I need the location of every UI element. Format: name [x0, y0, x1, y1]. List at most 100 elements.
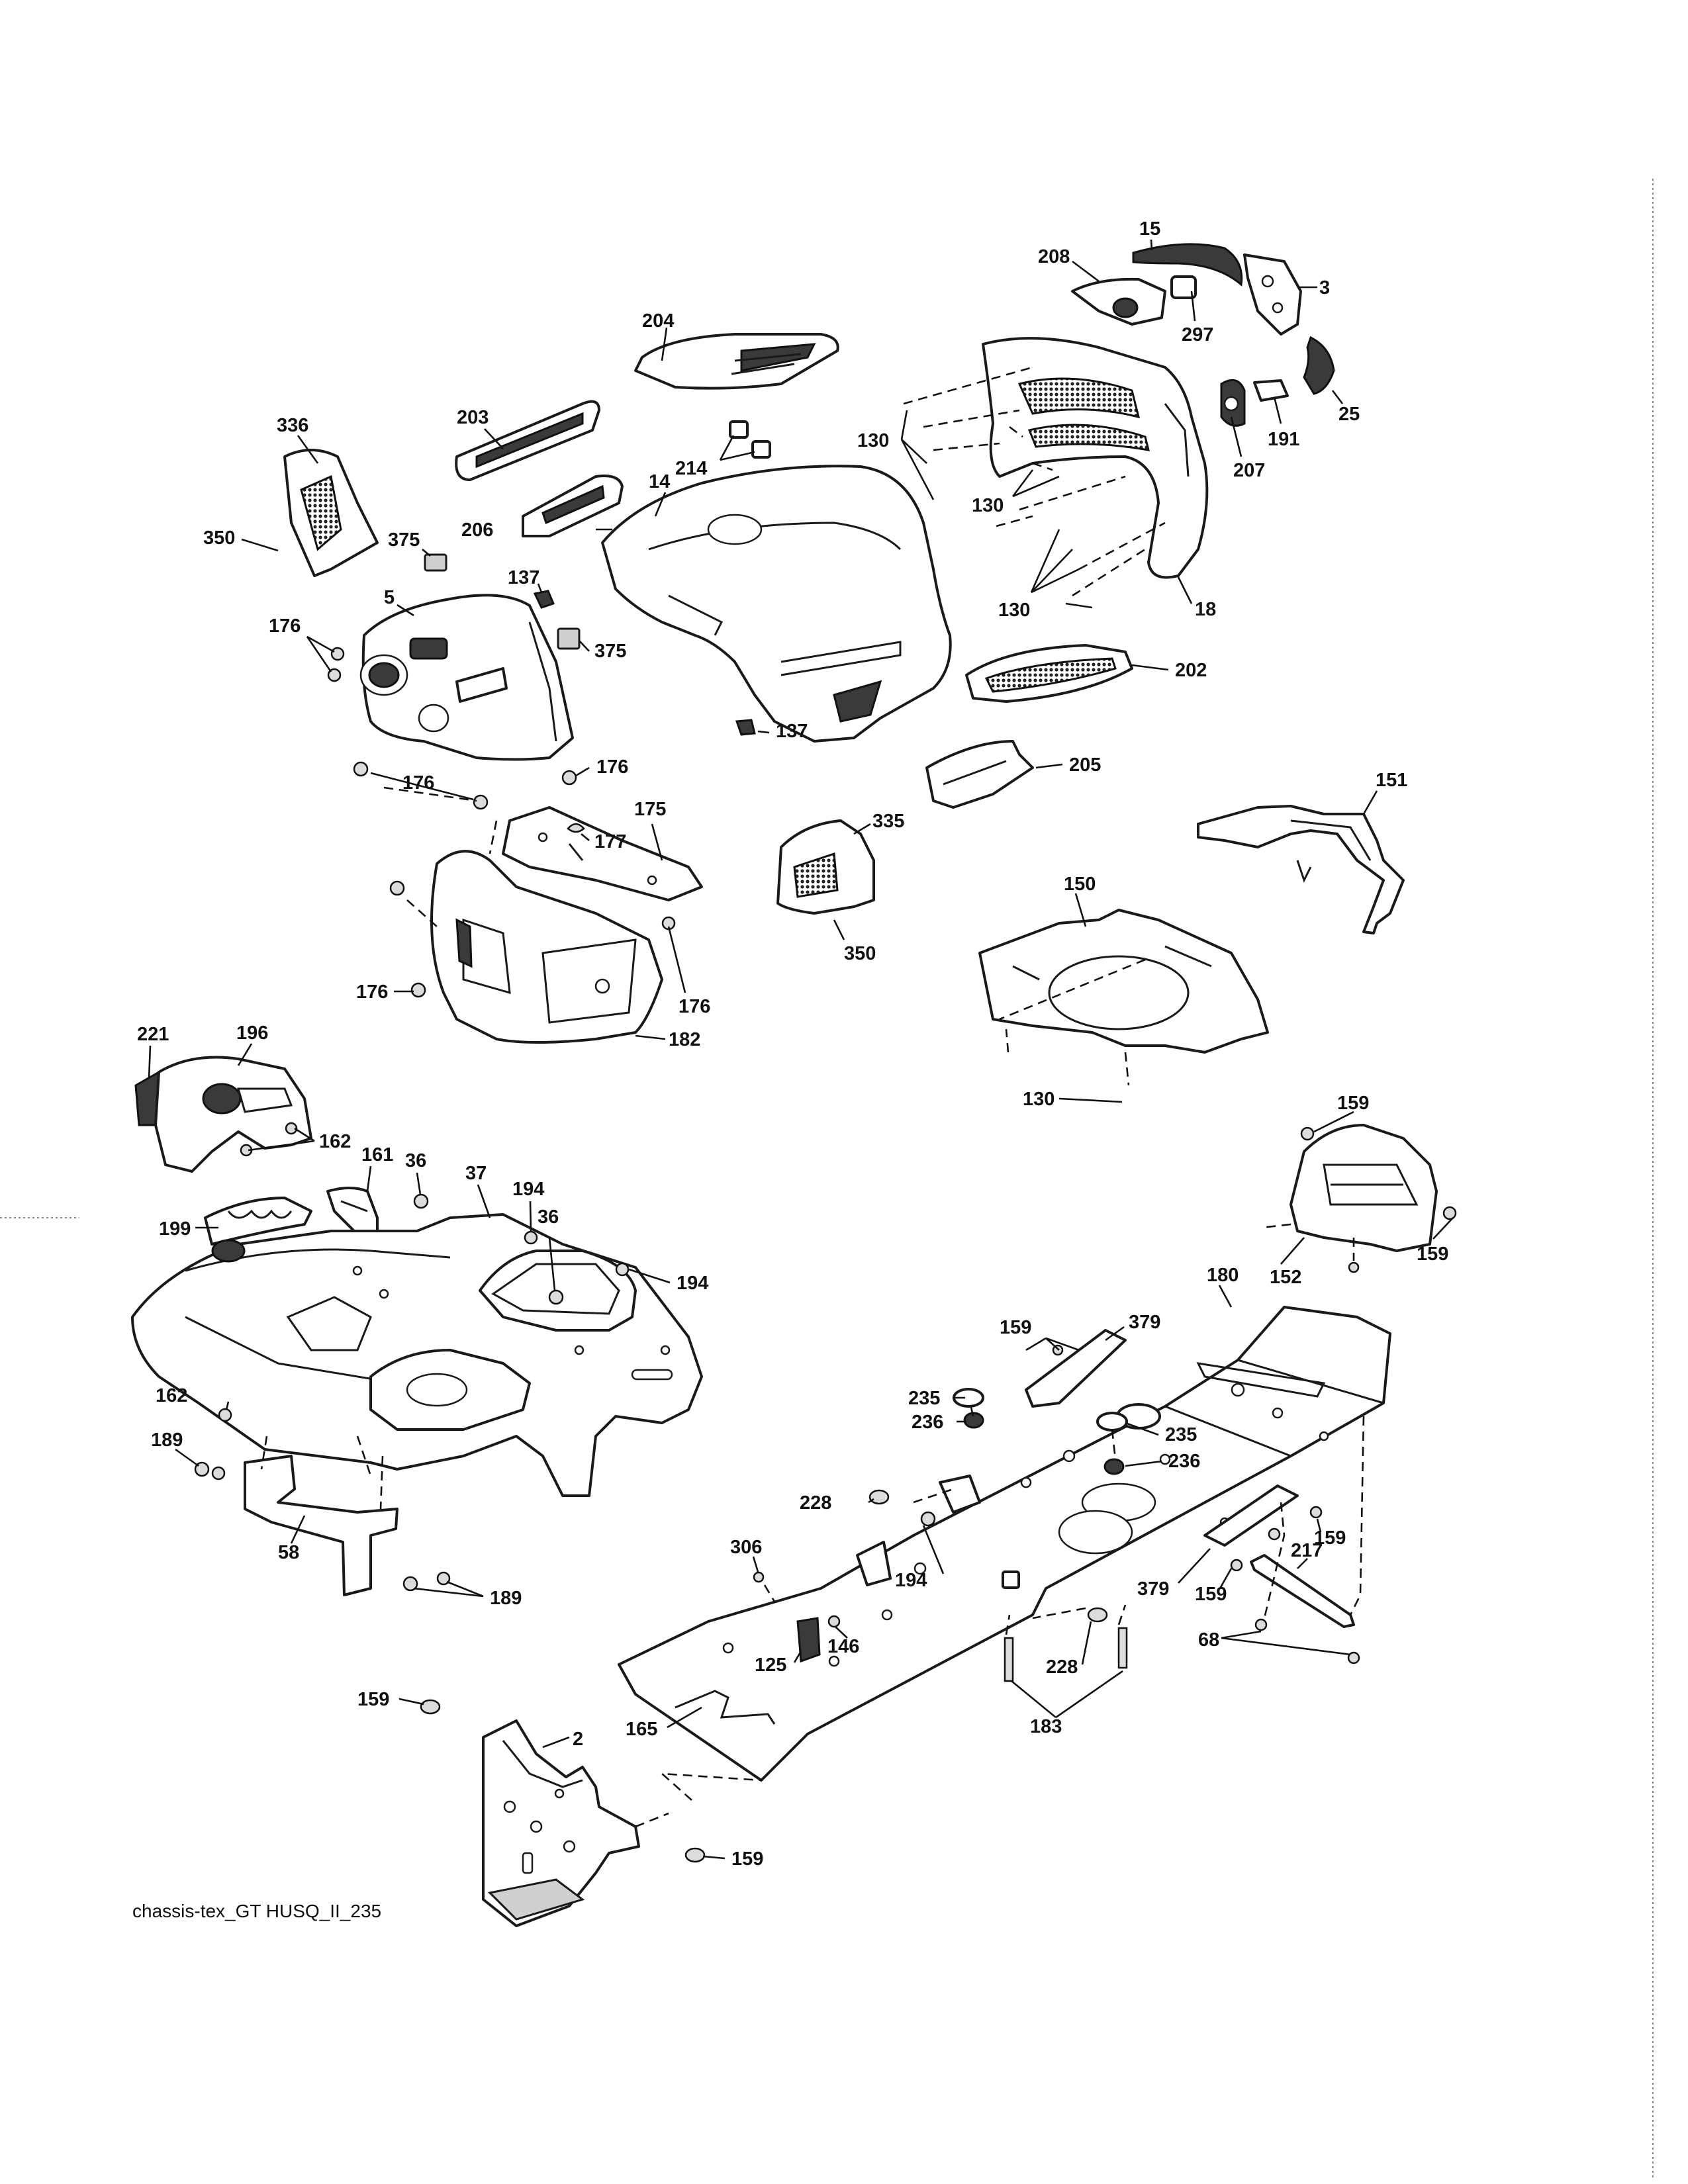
part-18-front-grille-frame [982, 337, 1209, 579]
part-375b-foam [557, 627, 581, 650]
callout-182: 182 [669, 1029, 700, 1050]
callout-165: 165 [626, 1719, 657, 1740]
callout-2: 2 [573, 1729, 583, 1750]
callout-204: 204 [642, 310, 674, 332]
callout-150: 150 [1064, 874, 1096, 895]
part-208-light-bracket [1071, 277, 1166, 326]
part-202-grille [965, 644, 1133, 703]
callout-228-a: 228 [800, 1492, 831, 1514]
callout-130-a: 130 [857, 430, 889, 451]
callout-236-a: 236 [912, 1412, 943, 1433]
callout-37: 37 [465, 1163, 487, 1184]
callout-180: 180 [1207, 1265, 1239, 1286]
part-175-bracket [502, 806, 703, 901]
part-58-rod [244, 1455, 399, 1596]
part-183-bolts [1004, 1627, 1128, 1682]
callout-151: 151 [1376, 770, 1407, 791]
part-182-dash-panel [430, 850, 663, 1044]
callout-14: 14 [649, 471, 670, 492]
callout-159-c: 159 [1000, 1317, 1031, 1338]
part-306-fastener [753, 1571, 765, 1583]
callout-137-a: 137 [508, 567, 539, 588]
callout-36-b: 36 [538, 1206, 559, 1228]
callout-labels: 15 208 3 297 25 191 207 204 203 214 14 1… [137, 218, 1448, 1870]
part-137-clip [533, 590, 555, 609]
callout-176-c: 176 [402, 772, 434, 794]
callout-189-a: 189 [151, 1430, 183, 1451]
callout-15: 15 [1139, 218, 1160, 240]
callout-176-e: 176 [679, 996, 710, 1017]
callout-159-g: 159 [731, 1848, 763, 1870]
part-194-nuts [524, 1230, 630, 1277]
part-68-bolts [1254, 1618, 1360, 1664]
callout-189-b: 189 [490, 1588, 522, 1609]
callout-350-a: 350 [203, 527, 235, 549]
part-37-fender [131, 1213, 703, 1497]
part-165-spring-rod [675, 1690, 776, 1725]
callout-199: 199 [159, 1218, 191, 1240]
callout-25: 25 [1338, 404, 1360, 425]
part-159-bolts-right [1300, 1126, 1457, 1273]
callout-297: 297 [1182, 324, 1213, 345]
part-162-bolt [218, 1408, 232, 1422]
callout-58: 58 [278, 1542, 299, 1563]
callout-306: 306 [730, 1537, 762, 1558]
part-335-side-panel [776, 819, 875, 915]
part-203-vent [455, 400, 600, 481]
part-214-clips [729, 420, 771, 459]
callout-176-a: 176 [269, 615, 301, 637]
callout-196: 196 [236, 1023, 268, 1044]
part-5-dashboard [359, 594, 574, 761]
part-180-frame [618, 1306, 1391, 1782]
part-2-front-bracket [482, 1719, 640, 1927]
callout-194-b: 194 [677, 1273, 708, 1294]
part-14-hood [601, 465, 952, 743]
part-205-trim [925, 740, 1034, 809]
part-196-console [154, 1056, 312, 1173]
callout-152: 152 [1270, 1267, 1301, 1288]
part-137b-clip [735, 719, 756, 736]
callout-350-b: 350 [844, 943, 876, 964]
part-177-fastener [567, 823, 585, 833]
callout-375-b: 375 [594, 641, 626, 662]
callout-159-a: 159 [1337, 1093, 1369, 1114]
part-151-bracket [1197, 805, 1405, 934]
part-176-bolts-upper [327, 647, 577, 810]
part-228-bolts [868, 1489, 1108, 1623]
part-125-146-lever [796, 1615, 841, 1663]
part-150-deflector [978, 909, 1269, 1054]
callout-162-a: 162 [319, 1131, 351, 1152]
part-15-trim [1132, 243, 1243, 287]
callout-202: 202 [1175, 660, 1207, 681]
callout-146: 146 [827, 1636, 859, 1657]
callout-36-a: 36 [405, 1150, 426, 1171]
callout-125: 125 [755, 1655, 786, 1676]
callout-68: 68 [1198, 1629, 1219, 1651]
leader-lines [148, 239, 1454, 1860]
callout-228-b: 228 [1046, 1657, 1078, 1678]
callout-375-a: 375 [388, 529, 420, 551]
callout-130-d: 130 [1023, 1089, 1055, 1110]
part-159-frame-bolts [1052, 1344, 1323, 1572]
callout-159-b: 159 [1417, 1244, 1448, 1265]
callout-176-d: 176 [356, 981, 388, 1003]
callout-207: 207 [1233, 460, 1265, 481]
part-204-hood-insert [634, 333, 839, 390]
callout-205: 205 [1069, 754, 1101, 776]
callout-159-f: 159 [357, 1689, 389, 1710]
callout-159-d: 159 [1314, 1527, 1346, 1549]
callout-183: 183 [1030, 1716, 1062, 1737]
part-3-bracket [1243, 253, 1302, 336]
callout-5: 5 [384, 587, 395, 608]
callout-235-a: 235 [908, 1388, 940, 1409]
callout-214: 214 [675, 458, 707, 479]
callout-3: 3 [1319, 277, 1330, 298]
part-217-rod [1250, 1554, 1355, 1628]
part-194-frame-nut [920, 1511, 936, 1527]
callout-336: 336 [277, 415, 308, 436]
callout-217: 217 [1291, 1540, 1323, 1561]
callout-159-e: 159 [1195, 1584, 1227, 1605]
part-379-brackets [1025, 1329, 1299, 1547]
callout-379-b: 379 [1137, 1578, 1169, 1600]
